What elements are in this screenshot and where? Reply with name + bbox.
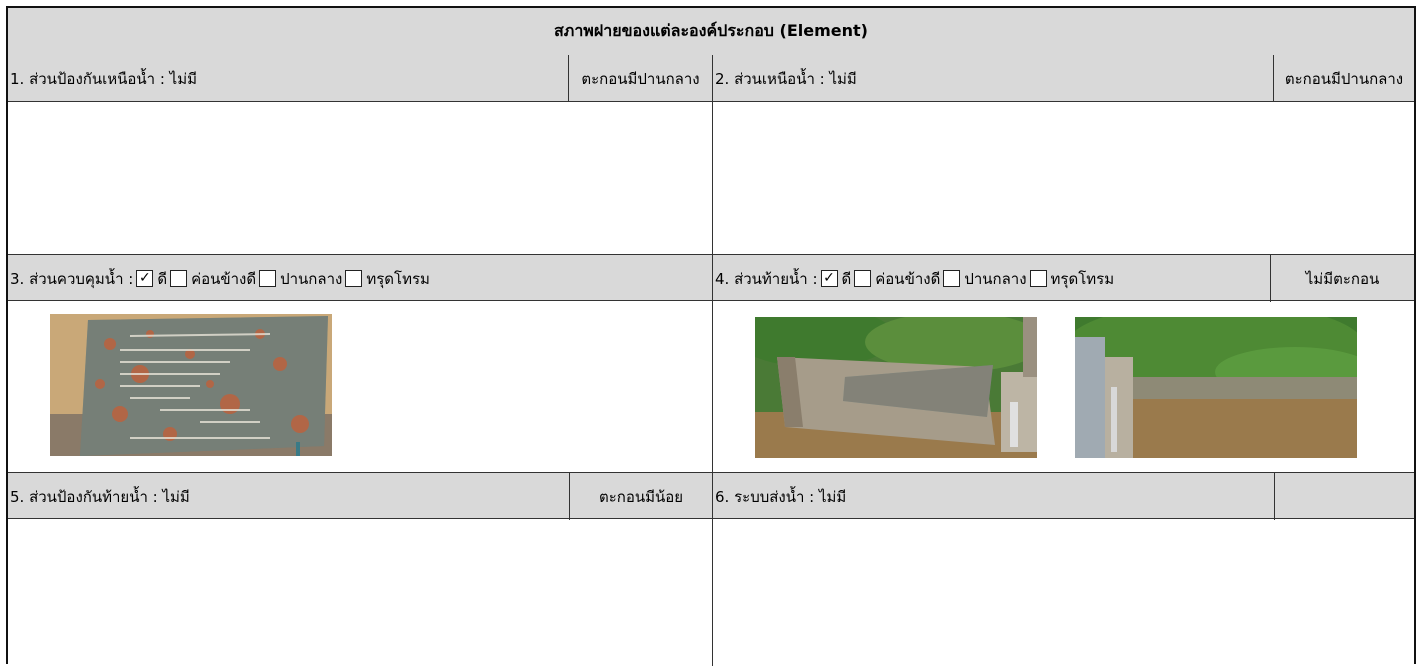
section-4-header: 4. ส่วนท้ายน้ำ : ✓ดี ค่อนข้างดี ปานกลาง … <box>712 254 1414 302</box>
section-3-row: 3. ส่วนควบคุมน้ำ : ✓ดี ค่อนข้างดี ปานกลา… <box>10 255 430 302</box>
option-fairly-good-label: ค่อนข้างดี <box>875 269 941 288</box>
option-deteriorated-label: ทรุดโทรม <box>1050 269 1115 288</box>
section-2-header: 2. ส่วนเหนือน้ำ : ไม่มี ตะกอนมีปานกลาง <box>712 55 1414 102</box>
checkbox-deteriorated[interactable] <box>1029 270 1047 287</box>
photo-downstream-weir <box>755 317 1037 458</box>
section-4-row: 4. ส่วนท้ายน้ำ : ✓ดี ค่อนข้างดี ปานกลาง … <box>715 255 1114 302</box>
section-6-header: 6. ระบบส่งน้ำ : ไม่มี <box>712 472 1414 520</box>
checkbox-fairly-good[interactable] <box>854 270 872 287</box>
section-4-label: 4. ส่วนท้ายน้ำ : <box>715 269 818 288</box>
downstream-channel-image <box>1075 317 1357 458</box>
checkbox-fairly-good[interactable] <box>170 270 188 287</box>
section-1-condition: ตะกอนมีปานกลาง <box>568 55 712 102</box>
divider-row3 <box>712 519 713 666</box>
photo-name-plate <box>50 314 332 456</box>
section-4-condition: ไม่มีตะกอน <box>1270 255 1414 302</box>
section-2-condition: ตะกอนมีปานกลาง <box>1273 55 1414 102</box>
downstream-weir-image <box>755 317 1037 458</box>
checkbox-moderate[interactable] <box>943 270 961 287</box>
section-6-condition <box>1274 473 1414 520</box>
weir-condition-sheet: สภาพฝายของแต่ละองค์ประกอบ (Element) 1. ส… <box>6 6 1416 666</box>
checkbox-moderate[interactable] <box>259 270 277 287</box>
photo-downstream-channel <box>1075 317 1357 458</box>
section-1-header: 1. ส่วนป้องกันเหนือน้ำ : ไม่มี ตะกอนมีปา… <box>8 55 712 102</box>
section-1-label: 1. ส่วนป้องกันเหนือน้ำ : ไม่มี <box>10 69 197 88</box>
option-fairly-good-label: ค่อนข้างดี <box>191 269 257 288</box>
section-2-label: 2. ส่วนเหนือน้ำ : ไม่มี <box>715 69 857 88</box>
section-5-header: 5. ส่วนป้องกันท้ายน้ำ : ไม่มี ตะกอนมีน้อ… <box>8 472 712 520</box>
section-6-label: 6. ระบบส่งน้ำ : ไม่มี <box>715 487 847 506</box>
section-5-condition: ตะกอนมีน้อย <box>569 473 712 520</box>
option-deteriorated-label: ทรุดโทรม <box>366 269 430 288</box>
sheet-title: สภาพฝายของแต่ละองค์ประกอบ (Element) <box>8 8 1414 56</box>
section-5-label: 5. ส่วนป้องกันท้ายน้ำ : ไม่มี <box>10 487 190 506</box>
option-moderate-label: ปานกลาง <box>280 269 343 288</box>
section-3-header: 3. ส่วนควบคุมน้ำ : ✓ดี ค่อนข้างดี ปานกลา… <box>8 254 712 301</box>
divider-row1 <box>712 102 713 254</box>
checkbox-deteriorated[interactable] <box>345 270 363 287</box>
option-moderate-label: ปานกลาง <box>964 269 1027 288</box>
divider-row2 <box>712 301 713 472</box>
name-plate-image <box>50 314 332 456</box>
section-3-label: 3. ส่วนควบคุมน้ำ : <box>10 269 134 288</box>
checkbox-good[interactable]: ✓ <box>136 270 154 287</box>
option-good-label: ดี <box>841 269 852 288</box>
checkbox-good[interactable]: ✓ <box>820 270 838 287</box>
option-good-label: ดี <box>157 269 168 288</box>
